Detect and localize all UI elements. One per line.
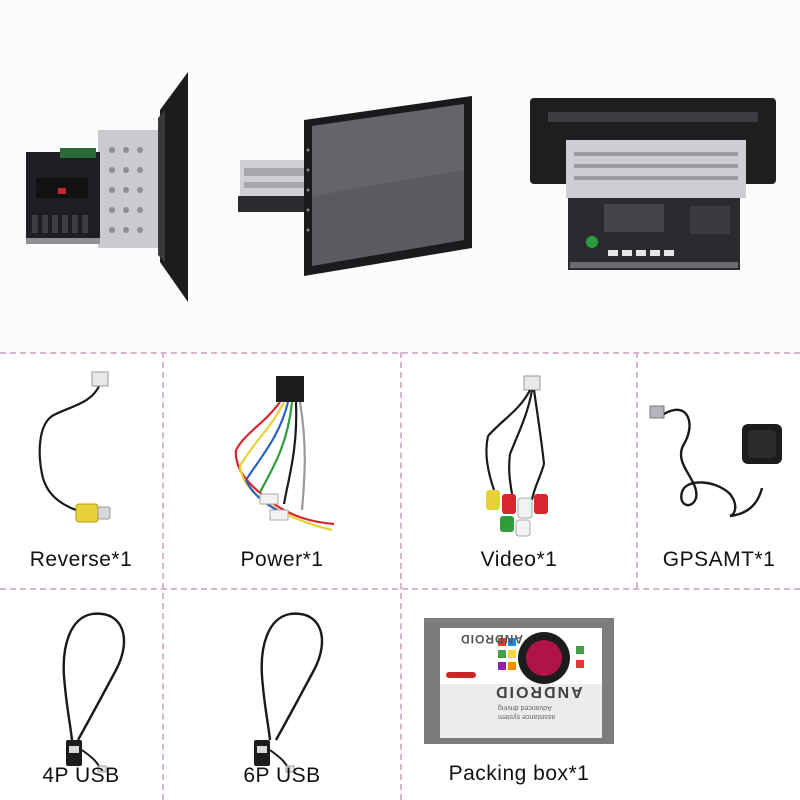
gps-antenna-icon xyxy=(649,405,782,518)
grid-divider xyxy=(400,352,402,800)
accessory-label: Reverse*1 xyxy=(29,548,133,571)
grid-divider xyxy=(636,352,638,588)
video-rca-cable-icon xyxy=(485,375,548,537)
accessory-6p-usb: 6P USB xyxy=(164,590,400,800)
box-tagline-text: Advanced driving xyxy=(498,704,552,711)
accessory-reverse-cable: Reverse*1 xyxy=(0,354,162,588)
accessory-video-cable: Video*1 xyxy=(402,354,636,588)
product-photos xyxy=(0,0,800,352)
accessory-label: 6P USB xyxy=(243,764,321,787)
usb-cable-icon xyxy=(62,612,126,773)
accessory-label: Power*1 xyxy=(240,548,324,571)
accessory-label: Video*1 xyxy=(480,548,558,571)
reverse-camera-cable-icon xyxy=(38,371,111,523)
box-logo-text: ANDROID xyxy=(494,683,583,700)
accessory-label: 4P USB xyxy=(42,764,120,787)
accessory-packing-box: ANDROID ANDROID Advanced driving assista… xyxy=(402,590,636,800)
accessory-label: Packing box*1 xyxy=(448,762,590,785)
head-unit-rear-view xyxy=(530,98,776,270)
packing-box-icon xyxy=(424,618,614,744)
head-unit-side-view xyxy=(26,72,188,302)
usb-cable-icon xyxy=(254,612,324,773)
grid-divider xyxy=(162,352,164,800)
accessory-label: GPSAMT*1 xyxy=(662,548,776,571)
box-logo-text: ANDROID xyxy=(460,632,523,646)
accessory-4p-usb: 4P USB xyxy=(0,590,162,800)
accessory-power-harness: Power*1 xyxy=(164,354,400,588)
accessory-gps-antenna: GPSAMT*1 xyxy=(638,354,800,588)
accessories-grid: Reverse*1 Power*1 xyxy=(0,352,800,800)
box-tagline-text: assistance system xyxy=(498,713,556,720)
power-harness-icon xyxy=(234,376,335,532)
head-unit-front-view xyxy=(238,96,472,276)
